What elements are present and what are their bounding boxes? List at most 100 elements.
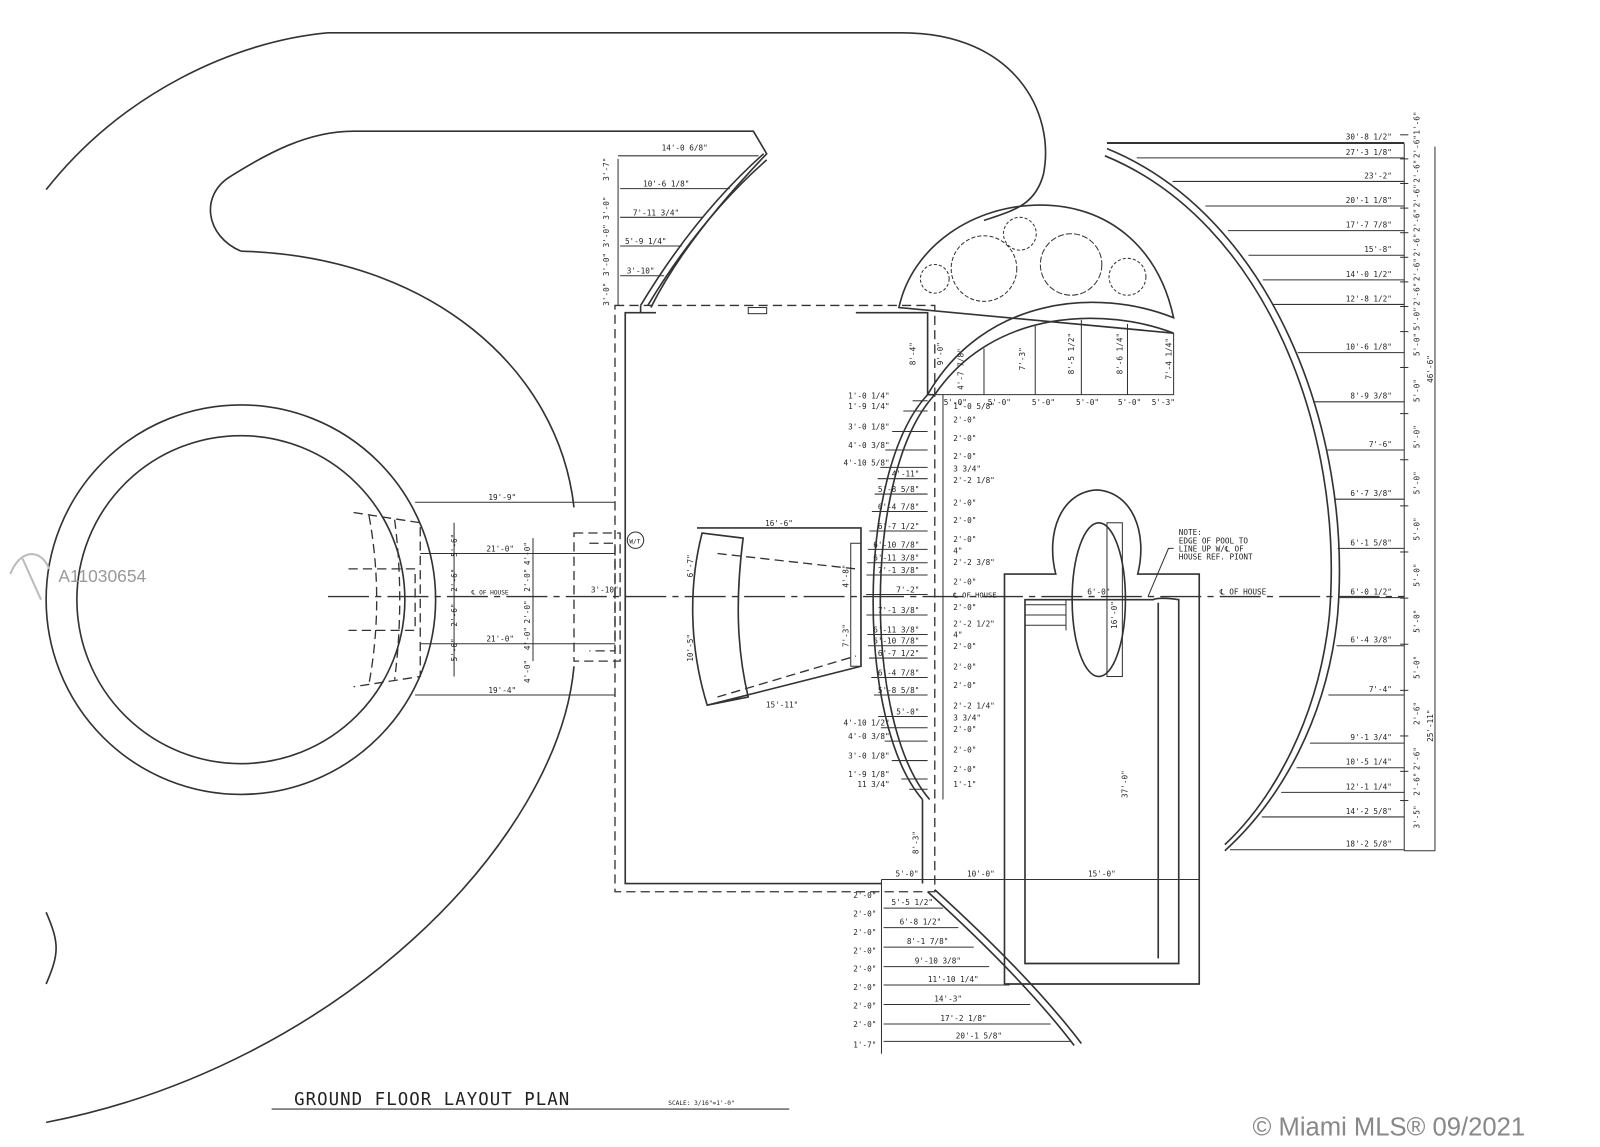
dimension-label: 2'-0" bbox=[953, 642, 976, 651]
dimension-label: 2'-0" bbox=[853, 909, 876, 918]
dimension-label: 2'-6" bbox=[1413, 773, 1422, 796]
dimension-label: 20'-1 5/8" bbox=[956, 1031, 1002, 1040]
outer-landscape-curve bbox=[45, 32, 1047, 222]
dimension-label: 5'-8 5/8" bbox=[878, 686, 920, 695]
dimension-label: 4'-0" bbox=[523, 627, 532, 650]
dimension-label: 6'-4 7/8" bbox=[878, 668, 920, 677]
dimension-label: 6'-4 3/8" bbox=[1350, 636, 1392, 645]
garden-plants bbox=[919, 216, 1147, 302]
dimension-label: 1'-1" bbox=[953, 780, 976, 789]
dimension-label: 6'-0 1/2" bbox=[1350, 588, 1392, 597]
dimension-label: 6'-1 5/8" bbox=[1350, 538, 1392, 547]
dimension-label: 1'-0 5/8" bbox=[953, 402, 995, 411]
dimension-label: 6'-10 7/8" bbox=[873, 637, 919, 646]
curved-wall bbox=[872, 394, 936, 801]
dimension-label: 3'-7" bbox=[602, 158, 611, 181]
plant-palm bbox=[950, 235, 1018, 302]
dimension-label: 5'-0" bbox=[1413, 379, 1422, 402]
dimension-label: 6'-7 3/8" bbox=[1350, 489, 1392, 498]
plant-shrub bbox=[1002, 216, 1037, 251]
dimension-label: 5'-0" bbox=[1413, 471, 1422, 494]
pool-basin bbox=[1024, 597, 1180, 965]
dimension-label: 3'-0" bbox=[602, 283, 611, 306]
dimension-label: 14'-2 5/8" bbox=[1346, 807, 1392, 816]
dimension-label: 3'-10" bbox=[627, 267, 655, 276]
dimension-label: 2'-0" bbox=[953, 434, 976, 443]
entry-dimension-lines bbox=[415, 501, 615, 696]
dimension-label: 6'-8 1/2" bbox=[900, 918, 942, 927]
dimension-label: 2'-0" bbox=[853, 946, 876, 955]
dimension-label: 14'-0 1/2" bbox=[1346, 270, 1392, 279]
dimension-label: 5'-5 1/2" bbox=[891, 898, 933, 907]
dimension-label: 27'-3 1/8" bbox=[1346, 148, 1392, 157]
dimension-label: 20'-1 1/8" bbox=[1346, 196, 1392, 205]
dimension-label: 5'-0" bbox=[1032, 398, 1055, 407]
dimension-label: 9'-10 3/8" bbox=[915, 957, 961, 966]
dimension-label: 7'-1 3/8" bbox=[878, 606, 920, 615]
pool-note: NOTE: EDGE OF POOL TO LINE UP W/℄ OF HOU… bbox=[1179, 528, 1253, 562]
dimension-label: 6'-11 3/8" bbox=[873, 625, 919, 634]
dimension-label: 5'-0" bbox=[944, 398, 967, 407]
dimension-label: 7'-2" bbox=[896, 585, 919, 594]
dimension-label: 7'-3" bbox=[1018, 347, 1027, 370]
dimension-label: 3'-0" bbox=[602, 253, 611, 276]
dimension-label: 17'-2 1/8" bbox=[940, 1014, 986, 1023]
dimension-label: 10'-6 1/8" bbox=[1346, 343, 1392, 352]
dimension-label: 6'-7 1/2" bbox=[878, 649, 920, 658]
dimension-label: 2'-0" bbox=[853, 1020, 876, 1029]
house-outline-dashed bbox=[614, 304, 936, 893]
dimension-label: 10'-5 1/4" bbox=[1346, 758, 1392, 767]
dimension-label: 2'-0" bbox=[953, 516, 976, 525]
dimension-label: 5'-0" bbox=[1118, 398, 1141, 407]
dimension-label: 10'-5" bbox=[686, 634, 695, 662]
entry-steps bbox=[348, 511, 421, 688]
pool-note-line: NOTE: bbox=[1179, 528, 1202, 537]
dimension-label: 5'-0" bbox=[1076, 398, 1099, 407]
dimension-label: 19'-4" bbox=[488, 686, 516, 695]
pool-note-line: HOUSE REF. PIONT bbox=[1179, 553, 1253, 562]
dimension-label: 1'-9 1/8" bbox=[848, 770, 890, 779]
garden-bed bbox=[897, 204, 1175, 396]
dimension-label: 2'-0" bbox=[953, 415, 976, 424]
dimension-label: 5'-0" bbox=[1413, 333, 1422, 356]
dimension-label: 7'-3" bbox=[842, 624, 851, 647]
dimension-label: 7'-6" bbox=[1369, 440, 1392, 449]
dimension-label: 5'-0" bbox=[1413, 307, 1422, 330]
dimension-label: 1'-9 1/4" bbox=[848, 402, 890, 411]
dimension-label: 3 3/4" bbox=[953, 714, 981, 723]
dimension-label: 3'-0 1/8" bbox=[848, 752, 890, 761]
pool-note-line: LINE UP W/℄ OF bbox=[1179, 544, 1244, 553]
dimension-label: 6'-0" bbox=[1087, 588, 1110, 597]
dimension-label: 4'-0" bbox=[523, 542, 532, 565]
dimension-label: 21'-0" bbox=[486, 635, 514, 644]
dimension-label: 25'-11" bbox=[1426, 710, 1435, 742]
dimension-label: 2'-6" bbox=[1413, 209, 1422, 232]
centerline-label-pool: ℄ OF HOUSE bbox=[1219, 588, 1267, 597]
dimension-label: 21'-0" bbox=[486, 544, 514, 553]
spa-frame bbox=[1106, 522, 1123, 678]
dimension-label: 2'-0" bbox=[953, 535, 976, 544]
stair-landing bbox=[850, 542, 862, 667]
dimension-label: 16'-6" bbox=[765, 519, 793, 528]
dimension-lines bbox=[620, 134, 1409, 1042]
dimension-label: 19'-9" bbox=[488, 493, 516, 502]
bottom-dimension-rail bbox=[880, 878, 1200, 1054]
dimension-label: 4'-0 3/8" bbox=[848, 732, 890, 741]
dimension-label: 8'-5 1/2" bbox=[1067, 333, 1076, 375]
dimension-label: 2'-0" bbox=[953, 603, 976, 612]
dimension-label: 2'-6" bbox=[1413, 160, 1422, 183]
dimension-label: 2'-6" bbox=[1413, 747, 1422, 770]
pool-spa bbox=[1071, 521, 1127, 678]
dimension-label: 3 3/4" bbox=[953, 465, 981, 474]
dimension-label: 7'-4 1/4" bbox=[1165, 338, 1174, 380]
dimension-label: 2'-0" bbox=[523, 569, 532, 592]
dimension-label: 5'-0" bbox=[1413, 517, 1422, 540]
centerline-label-left: ℄ OF HOUSE bbox=[470, 590, 508, 597]
dimension-label: 12'-1 1/4" bbox=[1346, 782, 1392, 791]
dimension-label: 2'-0" bbox=[953, 498, 976, 507]
dimension-label: 5'-0" bbox=[1413, 610, 1422, 633]
dimension-label: 2'-0" bbox=[853, 891, 876, 900]
dimension-label: 11 3/4" bbox=[857, 780, 889, 789]
dimension-label: 2'-0" bbox=[953, 662, 976, 671]
dimension-label: 5'-0" bbox=[1413, 656, 1422, 679]
